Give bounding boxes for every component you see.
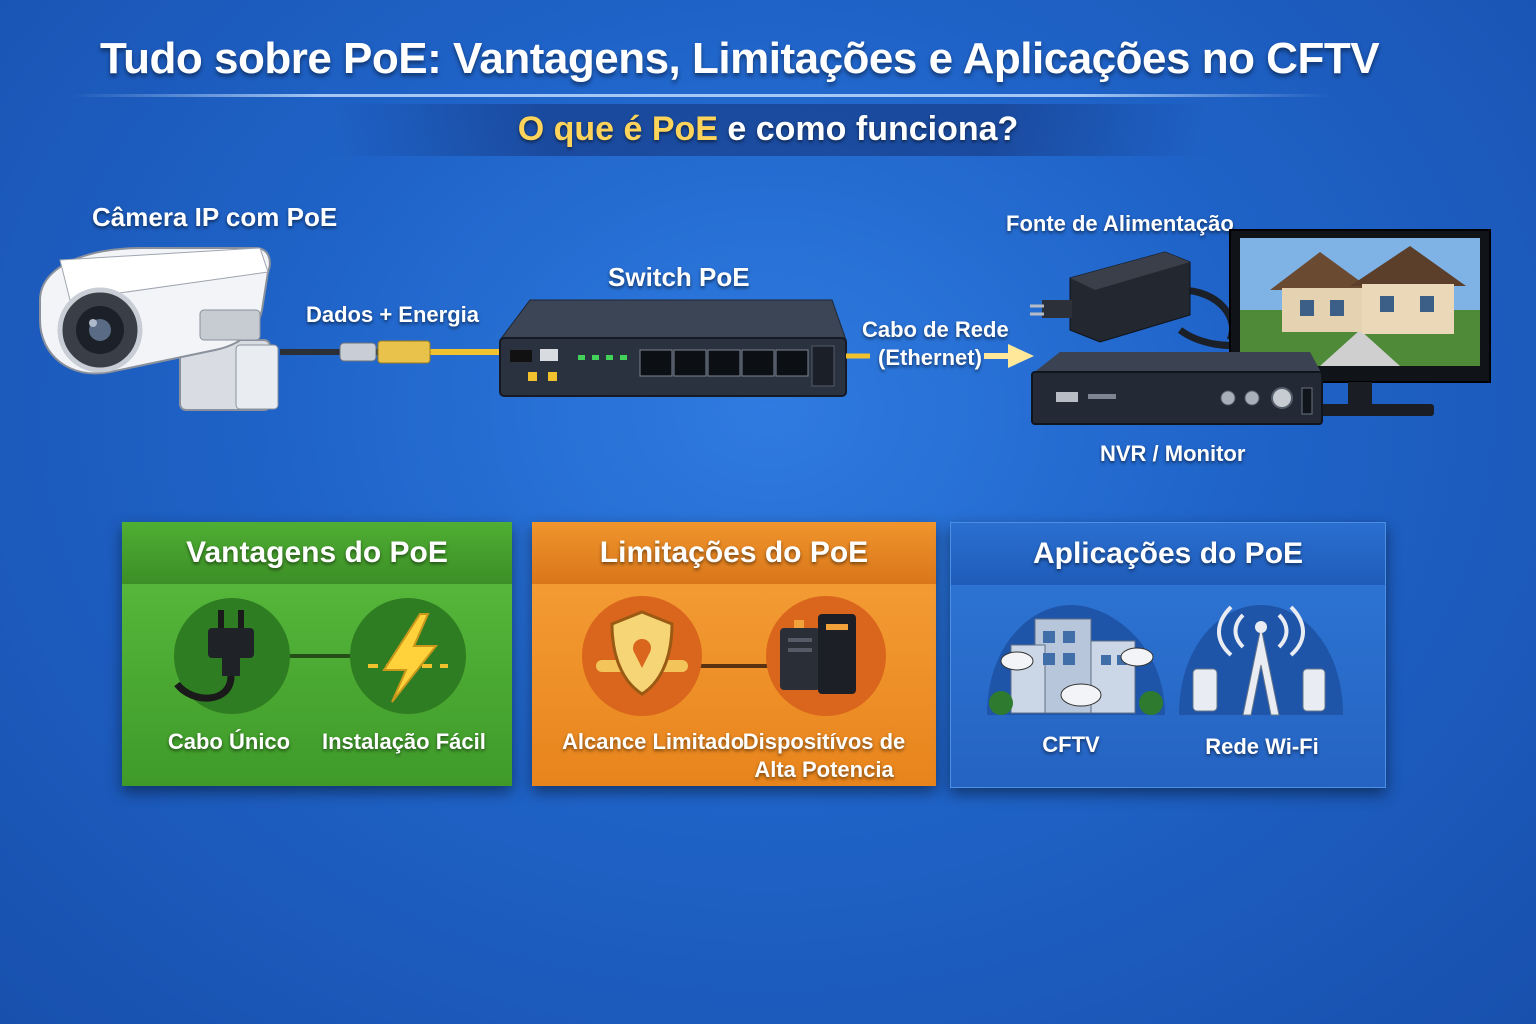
application-item-wifi: Rede Wi-Fi xyxy=(1205,734,1319,759)
power-supply-label: Fonte de Alimentação xyxy=(1006,211,1234,236)
poe-cable xyxy=(280,340,500,364)
ethernet-label-line1: Cabo de Rede xyxy=(862,317,1009,342)
ethernet-label: Cabo de Rede (Ethernet) xyxy=(862,316,1009,372)
limitation-item-high-power-line1: Dispositívos de xyxy=(742,729,906,754)
advantages-title: Vantagens do PoE xyxy=(122,522,512,584)
high-power-device-icon xyxy=(766,596,886,716)
range-shield-icon xyxy=(582,596,702,716)
poe-diagram xyxy=(39,229,1491,425)
advantage-item-single-cable: Cabo Único xyxy=(167,729,291,754)
subtitle-highlight: O que é PoE xyxy=(517,110,718,148)
limitation-item-high-power-devices: Dispositívos de Alta Potencia xyxy=(740,728,908,784)
switch-ports xyxy=(639,345,835,387)
limitations-graphics xyxy=(582,596,886,716)
subtitle-rest: e como funciona? xyxy=(717,110,1019,148)
camera-label: Câmera IP com PoE xyxy=(92,202,338,232)
applications-title: Aplicações do PoE xyxy=(951,523,1385,585)
cctv-building-icon xyxy=(987,605,1165,715)
subtitle-band xyxy=(330,104,1210,156)
application-item-cctv: CFTV xyxy=(1042,732,1100,757)
applications-graphics xyxy=(987,605,1343,716)
nvr-label: NVR / Monitor xyxy=(1100,441,1246,466)
lightning-icon xyxy=(350,598,466,714)
switch-label: Switch PoE xyxy=(608,262,750,292)
applications-panel: Aplicações do PoE xyxy=(950,522,1386,788)
advantage-item-easy-install: Instalação Fácil xyxy=(322,729,486,754)
monitor-icon xyxy=(1229,229,1491,416)
ip-camera-icon xyxy=(39,247,279,411)
advantages-graphics xyxy=(174,598,466,714)
wifi-tower-icon xyxy=(1179,605,1343,716)
power-plug-icon xyxy=(174,598,290,714)
limitations-title: Limitações do PoE xyxy=(532,522,936,584)
switch-leds xyxy=(578,355,627,360)
cable-label: Dados + Energia xyxy=(306,302,480,327)
arrow-right-icon xyxy=(984,344,1034,368)
limitation-item-high-power-line2: Alta Potencia xyxy=(754,757,894,782)
nvr-icon xyxy=(1031,352,1323,425)
page-title: Tudo sobre PoE: Vantagens, Limitações e … xyxy=(100,34,1380,83)
subtitle: O que é PoE e como funciona? xyxy=(0,110,1536,149)
ethernet-label-line2: (Ethernet) xyxy=(878,345,982,370)
limitations-panel: Limitações do PoE Alcance Limitado Dispo… xyxy=(532,522,936,786)
title-divider xyxy=(70,94,1330,97)
power-supply-icon xyxy=(1030,251,1251,350)
poe-switch-icon xyxy=(499,299,847,397)
advantages-panel: Vantagens do PoE Cabo Único Instalação F… xyxy=(122,522,512,786)
limitation-item-limited-range: Alcance Limitado xyxy=(562,729,745,754)
